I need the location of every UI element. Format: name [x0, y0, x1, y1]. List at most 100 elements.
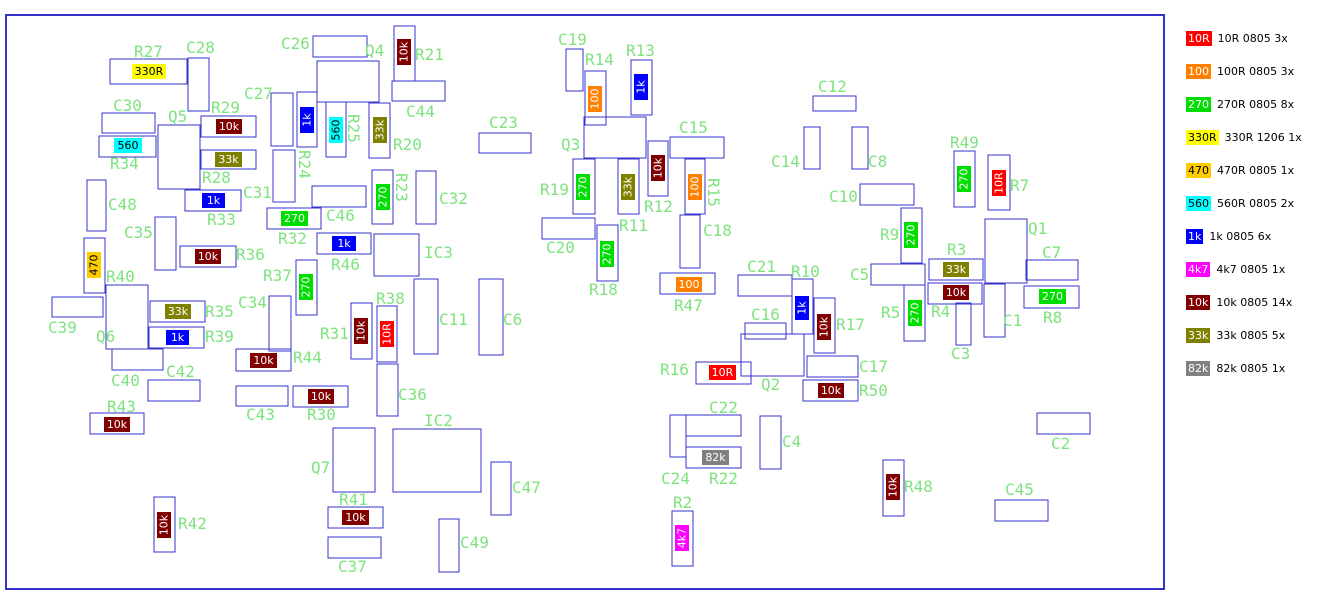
component-footprint [184, 189, 242, 212]
legend-text: 100R 0805 3x [1217, 64, 1295, 78]
component-footprint [565, 48, 584, 92]
value-chip-r46: 1k [332, 236, 356, 251]
value-chip-r29: 10k [216, 119, 242, 134]
designator-c32: C32 [439, 189, 468, 208]
value-chip-fill [281, 211, 308, 226]
value-chip-fill [817, 314, 831, 340]
component-footprint [98, 135, 157, 158]
designator-c45: C45 [1005, 480, 1034, 499]
component-footprint [953, 150, 976, 208]
component-footprint [647, 140, 669, 197]
component-footprint [870, 263, 926, 286]
legend-text: 560R 0805 2x [1217, 196, 1295, 210]
designator-c27: C27 [244, 84, 273, 103]
component-footprint [272, 149, 296, 203]
value-chip-r27: 330R [132, 64, 166, 79]
designator-c37: C37 [338, 557, 367, 576]
designator-c11: C11 [439, 310, 468, 329]
component-footprint [373, 233, 420, 277]
component-footprint [200, 115, 257, 138]
value-chip-fill [216, 119, 242, 134]
component-footprint [541, 217, 596, 240]
component-footprint [109, 58, 188, 85]
value-chip-text: 10k [818, 316, 831, 337]
value-chip-text: 270 [377, 187, 390, 208]
designator-c20: C20 [546, 238, 575, 257]
value-chip-fill [709, 365, 736, 380]
value-chip-text: 100 [689, 177, 702, 198]
component-footprint [413, 278, 439, 355]
designator-r30: R30 [307, 405, 336, 424]
value-chip-r19: 270 [576, 174, 590, 200]
component-footprint [376, 305, 398, 363]
value-chip-text: 10k [198, 250, 219, 263]
value-chip-text: 1k [635, 80, 648, 94]
value-chip-r23: 270 [376, 184, 390, 210]
legend-swatch: 82k [1186, 360, 1211, 376]
value-chip-text: 560 [330, 120, 343, 141]
designator-q6: Q6 [96, 327, 115, 346]
component-footprint [737, 274, 793, 297]
component-footprint [376, 363, 399, 417]
component-footprint [235, 385, 289, 407]
value-chip-fill [87, 252, 101, 278]
designator-r25: R25 [344, 114, 363, 143]
value-chip-text: 10k [887, 476, 900, 497]
component-footprint [955, 302, 972, 346]
value-chip-fill [380, 321, 394, 347]
value-chip-r32: 270 [281, 211, 308, 226]
designator-r44: R44 [293, 348, 322, 367]
value-chip-fill [373, 117, 387, 143]
component-footprint [695, 361, 752, 385]
value-chip-r49: 270 [957, 166, 971, 192]
value-chip-fill [215, 152, 242, 167]
legend-swatch: 330R [1186, 129, 1219, 145]
designator-c19: C19 [558, 30, 587, 49]
designator-q4: Q4 [365, 41, 384, 60]
component-footprint [1025, 259, 1079, 281]
designator-c5: C5 [850, 265, 869, 284]
component-footprint [86, 179, 107, 232]
value-chip-text: 1k [796, 301, 809, 315]
value-chip-text: 10k [107, 418, 128, 431]
component-footprint [311, 185, 367, 208]
designator-r2: R2 [673, 493, 692, 512]
designator-c17: C17 [859, 357, 888, 376]
designator-c22: C22 [709, 398, 738, 417]
designator-r3: R3 [947, 240, 966, 259]
value-chip-text: 10R [381, 323, 394, 345]
component-footprint [851, 126, 869, 170]
value-chip-r10: 1k [795, 296, 809, 320]
value-chip-text: 1k [207, 194, 221, 207]
component-footprint [392, 428, 482, 493]
value-chip-text: 33k [218, 153, 239, 166]
value-chip-r13: 1k [634, 74, 648, 100]
legend-text: 470R 0805 1x [1217, 163, 1295, 177]
value-chip-r17: 10k [817, 314, 831, 340]
value-chip-r12: 10k [651, 155, 665, 181]
value-chip-fill [166, 330, 189, 345]
component-footprint [927, 282, 983, 305]
legend-text: 1k 0805 6x [1209, 229, 1272, 243]
value-chip-fill [904, 222, 918, 248]
value-chip-text: 10k [821, 384, 842, 397]
value-chip-text: 270 [284, 212, 305, 225]
value-chip-fill [397, 39, 411, 65]
designator-r41: R41 [339, 490, 368, 509]
component-footprint [984, 218, 1028, 284]
component-footprint [268, 295, 292, 352]
component-footprint [316, 60, 380, 103]
value-chip-text: 10k [158, 514, 171, 535]
component-footprint [350, 302, 373, 360]
component-footprint [83, 237, 106, 294]
value-chip-text: 10R [993, 172, 1006, 194]
designator-r48: R48 [904, 477, 933, 496]
designator-r27: R27 [134, 42, 163, 61]
value-chip-fill [908, 300, 922, 326]
value-chip-r50: 10k [818, 383, 844, 398]
designator-r18: R18 [589, 280, 618, 299]
component-footprint [478, 278, 504, 356]
designator-r9: R9 [880, 225, 899, 244]
value-chip-r30: 10k [308, 389, 334, 404]
